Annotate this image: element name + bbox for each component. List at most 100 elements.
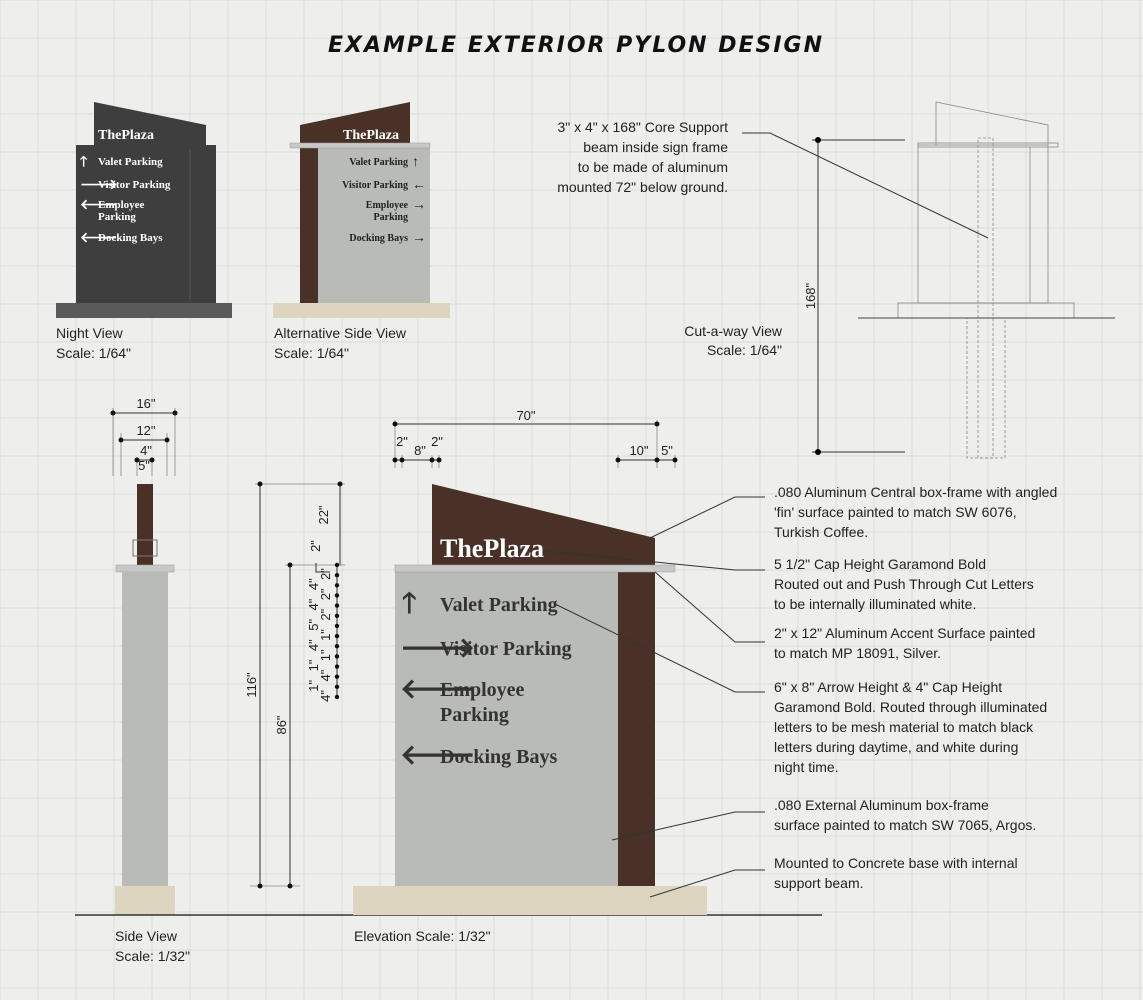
dim-label: 4" <box>306 598 321 610</box>
night-item: Valet Parking <box>98 156 163 168</box>
elevation-brand: ThePlaza <box>440 534 544 563</box>
view-scale: Scale: 1/32" <box>115 948 190 964</box>
left-arrow-icon: 🡐 <box>400 740 475 771</box>
left-arrow-icon: 🡐 <box>80 198 118 213</box>
view-label: Night View <box>56 325 124 341</box>
alt-item: Visitor Parking <box>342 180 408 191</box>
dim-label: 1" <box>318 649 333 661</box>
callout-texts: .080 Aluminum Central box-frame with ang… <box>774 484 1057 891</box>
dim-label: 116" <box>244 672 259 698</box>
callout-base: Mounted to Concrete base with internal s… <box>774 855 1018 891</box>
svg-text:Mounted to Concrete base with: Mounted to Concrete base with internal <box>774 855 1018 871</box>
alt-item: Parking <box>374 212 408 223</box>
dim-label: 86" <box>274 715 289 734</box>
side-view: 16" 12" 4" 5" Side View Scale: 1/32" <box>110 396 190 964</box>
view-scale: Scale: 1/64" <box>707 342 782 358</box>
svg-text:6" x 8" Arrow Height & 4" Cap: 6" x 8" Arrow Height & 4" Cap Height <box>774 679 1002 695</box>
svg-text:Garamond Bold. Routed through: Garamond Bold. Routed through illuminate… <box>774 699 1047 715</box>
night-item: Docking Bays <box>98 232 163 244</box>
view-label: Elevation Scale: 1/32" <box>354 928 491 944</box>
right-arrow-icon: → <box>412 231 426 246</box>
dim-label: 4" <box>306 639 321 651</box>
svg-text:to be made of aluminum: to be made of aluminum <box>578 159 728 175</box>
elevation-item: Visitor Parking <box>440 638 572 660</box>
night-brand: ThePlaza <box>98 128 154 143</box>
dim-label: 2" <box>308 540 323 552</box>
svg-text:to match MP 18091, Silver.: to match MP 18091, Silver. <box>774 645 941 661</box>
dim-tick <box>334 562 340 568</box>
elevation-item: Valet Parking <box>440 594 558 616</box>
svg-text:letters during daytime, and wh: letters during daytime, and white during <box>774 739 1018 755</box>
right-arrow-icon: → <box>412 198 426 213</box>
dim-label: 5" <box>306 619 321 631</box>
up-arrow-icon: 🡑 <box>80 155 87 170</box>
svg-text:.080 Aluminum Central box-fram: .080 Aluminum Central box-frame with ang… <box>774 484 1057 500</box>
dim-label: 1" <box>306 659 321 671</box>
night-item: Visitor Parking <box>98 179 171 191</box>
dim-label: 4" <box>140 443 152 458</box>
dim-tick <box>334 593 340 598</box>
right-arrow-icon: 🡒 <box>400 633 475 664</box>
dim-tick <box>334 583 340 588</box>
dim-label: 4" <box>306 578 321 590</box>
left-arrow-icon: ← <box>412 178 426 193</box>
cutaway-view: 168" Cut-a-way View Scale: 1/64" 3" x 4"… <box>557 101 1115 459</box>
elevation-item: Docking Bays <box>440 746 557 768</box>
elevation-item: Employee <box>440 679 525 701</box>
svg-text:Turkish Coffee.: Turkish Coffee. <box>774 524 868 540</box>
svg-text:'fin' surface painted to match: 'fin' surface painted to match SW 6076, <box>774 504 1017 520</box>
dim-tick <box>334 684 340 690</box>
dim-label: 4" <box>318 669 333 681</box>
svg-text:night time.: night time. <box>774 759 839 775</box>
night-view: ThePlaza 🡑 Valet Parking 🡒 Visitor Parki… <box>56 102 232 361</box>
alternative-side-view: ThePlaza Valet Parking ↑ Visitor Parking… <box>273 102 450 361</box>
alt-item: Employee <box>366 200 409 211</box>
dim-label: 2" <box>431 434 443 449</box>
dim-label: 168" <box>803 282 818 309</box>
svg-text:mounted 72" below ground.: mounted 72" below ground. <box>557 179 728 195</box>
elevation-item: Parking <box>440 704 509 726</box>
dim-label: 1" <box>306 679 321 691</box>
dim-label: 2" <box>318 568 333 580</box>
dim-tick <box>334 613 340 618</box>
left-arrow-icon: 🡐 <box>80 231 118 246</box>
dim-tick <box>334 644 340 649</box>
dim-label: 5" <box>138 458 150 473</box>
svg-text:support beam.: support beam. <box>774 875 864 891</box>
elevation-view: ThePlaza 🡑 Valet Parking 🡒 Visitor Parki… <box>353 408 707 944</box>
left-arrow-icon: 🡐 <box>400 674 475 705</box>
height-dimensions: 116" 86" 22" 2" 2"4"2"4"2"5"1"4"1"1"4"1"… <box>244 481 345 889</box>
dim-tick <box>334 633 340 639</box>
callout-fin: .080 Aluminum Central box-frame with ang… <box>774 484 1057 540</box>
right-arrow-icon: 🡒 <box>80 178 118 193</box>
dim-tick <box>334 654 340 659</box>
night-item: Parking <box>98 211 136 223</box>
view-label: Side View <box>115 928 178 944</box>
dim-label: 22" <box>316 505 331 524</box>
view-scale: Scale: 1/64" <box>274 345 349 361</box>
dim-label: 12" <box>136 423 155 438</box>
svg-text:Routed out and Push Through Cu: Routed out and Push Through Cut Letters <box>774 576 1034 592</box>
dim-label: 2" <box>396 434 408 449</box>
callout-accent: 2" x 12" Aluminum Accent Surface painted… <box>774 625 1035 661</box>
dim-tick <box>334 623 340 629</box>
svg-text:letters to be mesh material to: letters to be mesh material to match bla… <box>774 719 1034 735</box>
svg-text:.080 External Aluminum box-fra: .080 External Aluminum box-frame <box>774 797 989 813</box>
alt-item: Docking Bays <box>349 233 408 244</box>
svg-text:3" x 4" x 168" Core Support: 3" x 4" x 168" Core Support <box>557 119 728 135</box>
dim-label: 2" <box>318 588 333 600</box>
svg-text:to be internally illuminated w: to be internally illuminated white. <box>774 596 976 612</box>
up-arrow-icon: 🡑 <box>402 588 417 619</box>
callout-core: 3" x 4" x 168" Core Support beam inside … <box>557 119 728 195</box>
view-label: Cut-a-way View <box>684 323 783 339</box>
view-scale: Scale: 1/64" <box>56 345 131 361</box>
alt-brand: ThePlaza <box>343 128 399 143</box>
callout-letters: 5 1/2" Cap Height Garamond Bold Routed o… <box>774 556 1034 612</box>
alt-item: Valet Parking <box>349 157 408 168</box>
dim-tick <box>334 694 340 700</box>
dim-label: 10" <box>629 443 648 458</box>
up-arrow-icon: ↑ <box>412 155 419 170</box>
svg-text:5 1/2" Cap Height Garamond Bol: 5 1/2" Cap Height Garamond Bold <box>774 556 986 572</box>
dim-tick <box>334 572 340 578</box>
